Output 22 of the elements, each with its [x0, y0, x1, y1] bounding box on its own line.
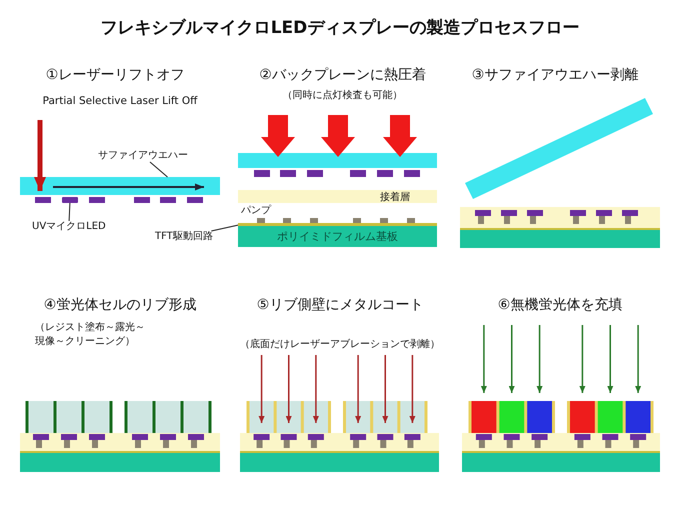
substrate-band: ポリイミドフィルム基板 [238, 226, 437, 247]
step-heading: ④蛍光体セルのリブ形成 [42, 296, 198, 315]
layer-label: 接着層 [380, 191, 411, 204]
layer-bar [238, 223, 437, 226]
micro-led-block [62, 197, 78, 203]
step-note: （レジスト塗布～露光～現像～クリーニング） [35, 321, 146, 348]
leader-line [150, 162, 168, 178]
layer-label: パンプ [241, 204, 272, 218]
leader-line [68, 202, 70, 222]
step-subtitle: Partial Selective Laser Lift Off [42, 94, 198, 108]
step-heading: ⑥無機蛍光体を充填 [496, 296, 624, 315]
callout-text: サファイアウエハー [98, 150, 188, 162]
step-heading: ⑤リブ側壁にメタルコート [256, 296, 424, 315]
callout-text: TFT駆動回路 [155, 231, 213, 243]
step-heading: ③サファイアウエハー剥離 [470, 66, 640, 85]
callout-text: UVマイクロLED [32, 221, 106, 233]
step-note: （同時に点灯検査も可能） [282, 89, 404, 102]
step-note: （底面だけレーザーアブレーションで剥離） [239, 338, 441, 352]
step-heading: ②バックプレーンに熱圧着 [258, 66, 427, 85]
title: フレキシブルマイクロLEDディスプレーの製造プロセスフロー [100, 18, 580, 38]
leader-line [210, 224, 238, 232]
step-heading: ①レーザーリフトオフ [44, 66, 186, 85]
